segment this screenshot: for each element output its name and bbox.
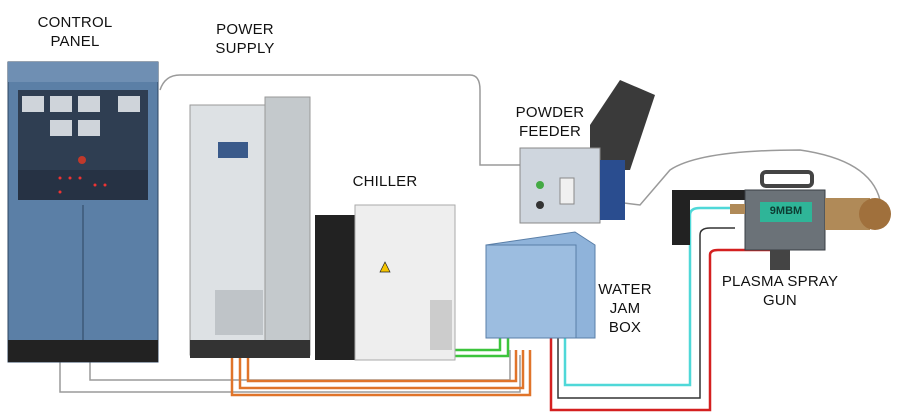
label-line: POWER <box>216 21 274 38</box>
label-line: FEEDER <box>518 123 582 140</box>
label-control-panel: CONTROL PANEL <box>20 13 130 51</box>
green-hoses <box>455 335 510 358</box>
water-jam-box-image <box>485 231 596 339</box>
power-supply-image <box>189 96 311 358</box>
plasma-spray-gun-image <box>672 170 891 270</box>
label-chiller: CHILLER <box>352 173 418 190</box>
gun-hoses <box>549 206 770 412</box>
label-plasma-spray-gun: PLASMA SPRAY GUN <box>710 272 850 310</box>
label-line: PLASMA SPRAY <box>721 273 839 290</box>
label-water-jam-box: WATER JAM BOX <box>590 280 660 337</box>
powder-feeder-image <box>519 80 655 224</box>
label-power-supply: POWER SUPPLY <box>195 20 295 58</box>
label-line: JAM <box>609 300 641 317</box>
control-panel-image <box>7 61 159 363</box>
chiller-image <box>315 204 456 361</box>
label-line: WATER <box>598 281 652 298</box>
gun-model-label: 9MBM <box>769 205 803 217</box>
label-line: GUN <box>763 292 797 309</box>
label-line: PANEL <box>50 33 100 50</box>
label-line: CONTROL <box>37 14 113 31</box>
label-powder-feeder: POWDER FEEDER <box>500 103 600 141</box>
orange-hoses <box>230 350 532 397</box>
label-line: SUPPLY <box>215 40 275 57</box>
label-line: POWDER <box>515 104 585 121</box>
label-line: BOX <box>608 319 642 336</box>
